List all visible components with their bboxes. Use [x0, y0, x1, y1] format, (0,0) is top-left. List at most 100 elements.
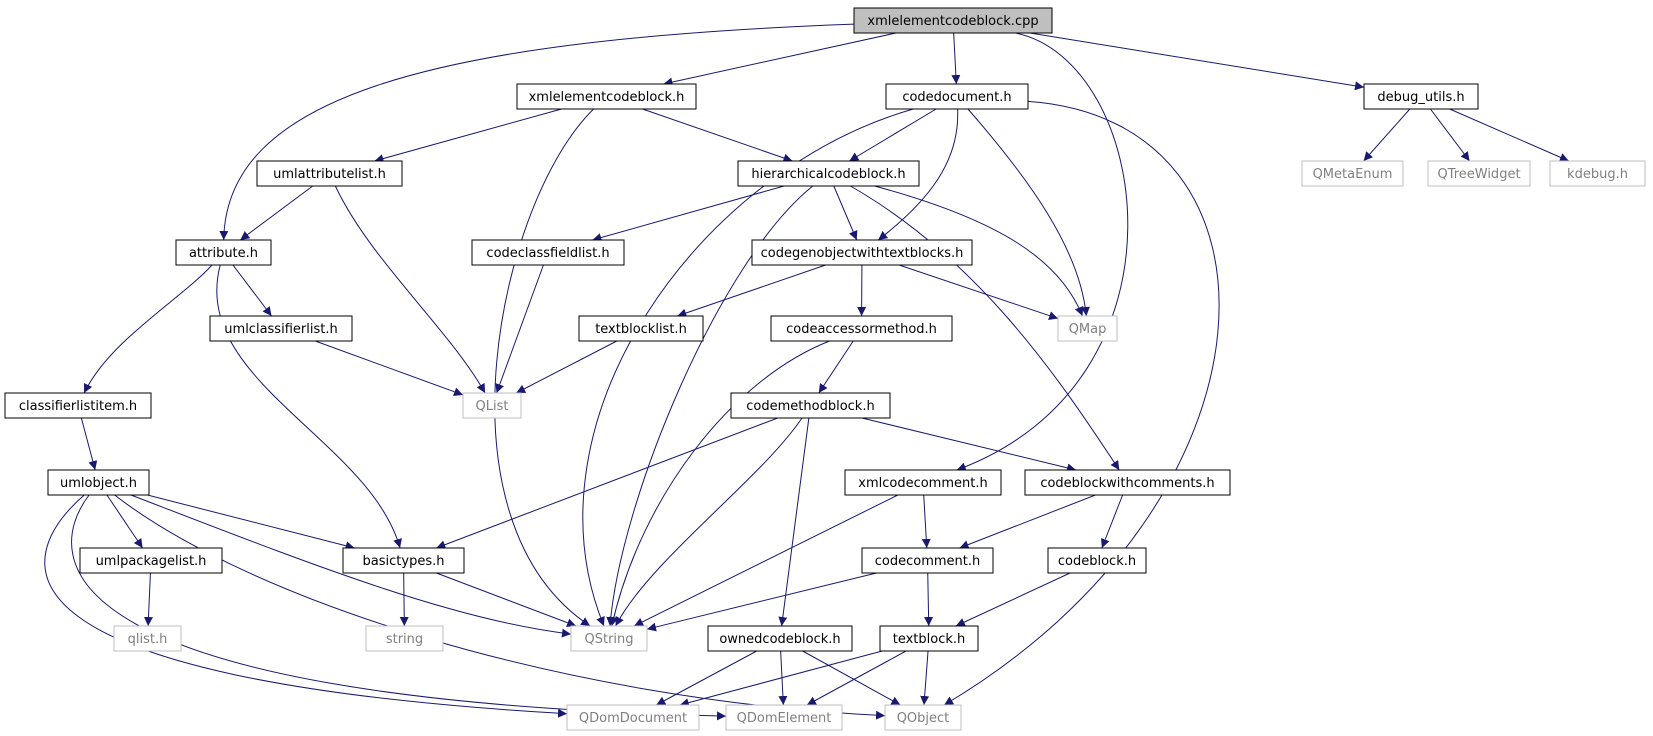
node-box: [1427, 160, 1531, 187]
node-textblock_h[interactable]: textblock.h: [879, 625, 979, 652]
node-xmlelementcodeblock_cpp[interactable]: xmlelementcodeblock.cpp: [853, 7, 1053, 34]
node-box: [1301, 160, 1404, 187]
edge-codedocument_h-to-QMap: [967, 108, 1090, 317]
edge-codemethodblock_h-to-codeblockwithcomments_h: [861, 417, 1077, 473]
edge-textblock_h-to-QDomElement: [806, 650, 907, 706]
edge-hierarchicalcodeblock_h-to-codeblockwithcomments_h: [850, 185, 1120, 471]
node-qlist_h[interactable]: qlist.h: [113, 625, 182, 652]
node-QObject[interactable]: QObject: [884, 704, 962, 731]
node-label: ownedcodeblock.h: [719, 632, 840, 647]
edge-xmlcodecomment_h-to-codecomment_h: [921, 494, 931, 549]
node-label: QString: [584, 632, 633, 647]
node-label: textblocklist.h: [595, 322, 687, 337]
edge-codeclassfieldlist_h-to-QList: [495, 264, 544, 394]
node-label: basictypes.h: [363, 554, 445, 569]
edge-textblock_h-to-QDomDocument: [679, 650, 883, 708]
node-textblocklist_h[interactable]: textblocklist.h: [578, 315, 704, 342]
node-codeblockwithcomments_h[interactable]: codeblockwithcomments.h: [1024, 469, 1231, 496]
node-label: umlclassifierlist.h: [224, 322, 337, 337]
node-box: [879, 625, 979, 652]
node-codeclassfieldlist_h[interactable]: codeclassfieldlist.h: [471, 239, 625, 266]
node-box: [1047, 547, 1147, 574]
node-label: classifierlistitem.h: [19, 399, 137, 414]
node-codeaccessormethod_h[interactable]: codeaccessormethod.h: [770, 315, 953, 342]
edge-xmlcodecomment_h-to-QString: [633, 494, 899, 627]
node-box: [516, 83, 697, 110]
edge-debug_utils_h-to-QMetaEnum: [1363, 108, 1411, 162]
edge-codedocument_h-to-codegenobjectwithtextblocks_h: [877, 108, 959, 241]
node-hierarchicalcodeblock_h[interactable]: hierarchicalcodeblock.h: [737, 160, 920, 187]
node-box: [853, 7, 1053, 34]
node-basictypes_h[interactable]: basictypes.h: [342, 547, 465, 574]
node-label: QList: [476, 399, 509, 414]
node-codemethodblock_h[interactable]: codemethodblock.h: [730, 392, 891, 419]
node-QTreeWidget[interactable]: QTreeWidget: [1427, 160, 1531, 187]
node-umlattributelist_h[interactable]: umlattributelist.h: [256, 160, 403, 187]
node-label: QDomDocument: [579, 711, 687, 726]
node-box: [1549, 160, 1646, 187]
node-box: [175, 239, 272, 266]
node-box: [462, 392, 522, 419]
node-label: hierarchicalcodeblock.h: [751, 167, 905, 182]
node-label: QDomElement: [737, 711, 832, 726]
edge-basictypes_h-to-QString: [436, 572, 577, 628]
node-QDomDocument[interactable]: QDomDocument: [566, 704, 700, 731]
edge-umlobject_h-to-QDomElement: [71, 494, 727, 721]
edge-codeaccessormethod_h-to-QString: [609, 340, 830, 627]
node-box: [342, 547, 465, 574]
node-QList[interactable]: QList: [462, 392, 522, 419]
edge-codemethodblock_h-to-ownedcodeblock_h: [778, 417, 810, 627]
edge-textblock_h-to-QObject: [920, 650, 930, 706]
node-label: xmlcodecomment.h: [858, 476, 987, 491]
edge-ownedcodeblock_h-to-QDomDocument: [656, 650, 757, 706]
node-label: codeblock.h: [1058, 554, 1136, 569]
node-box: [770, 315, 953, 342]
node-box: [707, 625, 853, 652]
node-QDomElement[interactable]: QDomElement: [725, 704, 843, 731]
node-box: [730, 392, 891, 419]
node-xmlcodecomment_h[interactable]: xmlcodecomment.h: [844, 469, 1002, 496]
node-codeblock_h[interactable]: codeblock.h: [1047, 547, 1147, 574]
node-QMetaEnum[interactable]: QMetaEnum: [1301, 160, 1404, 187]
node-umlobject_h[interactable]: umlobject.h: [47, 469, 150, 496]
node-box: [844, 469, 1002, 496]
edge-umlobject_h-to-QObject: [114, 494, 886, 720]
node-box: [113, 625, 182, 652]
node-xmlelementcodeblock_h[interactable]: xmlelementcodeblock.h: [516, 83, 697, 110]
node-string[interactable]: string: [365, 625, 444, 652]
node-classifierlistitem_h[interactable]: classifierlistitem.h: [4, 392, 152, 419]
node-box: [79, 547, 223, 574]
edge-codedocument_h-to-QObject: [943, 100, 1220, 706]
node-codegenobjectwithtextblocks_h[interactable]: codegenobjectwithtextblocks.h: [751, 239, 973, 266]
node-label: umlattributelist.h: [273, 167, 386, 182]
node-debug_utils_h[interactable]: debug_utils.h: [1363, 83, 1479, 110]
node-label: QMap: [1069, 322, 1107, 337]
node-label: string: [386, 632, 423, 647]
edge-xmlelementcodeblock_cpp-to-xmlelementcodeblock_h: [663, 32, 897, 87]
node-box: [566, 704, 700, 731]
node-box: [885, 83, 1029, 110]
node-umlclassifierlist_h[interactable]: umlclassifierlist.h: [209, 315, 353, 342]
node-label: codegenobjectwithtextblocks.h: [761, 246, 964, 261]
node-ownedcodeblock_h[interactable]: ownedcodeblock.h: [707, 625, 853, 652]
node-attribute_h[interactable]: attribute.h: [175, 239, 272, 266]
edge-classifierlistitem_h-to-umlobject_h: [80, 417, 98, 471]
node-QString[interactable]: QString: [570, 625, 648, 652]
node-layer: xmlelementcodeblock.cpp xmlelementcodeblo…: [4, 7, 1646, 731]
edge-hierarchicalcodeblock_h-to-QMap: [874, 185, 1084, 317]
node-box: [4, 392, 152, 419]
edge-codeblockwithcomments_h-to-codecomment_h: [959, 494, 1096, 549]
node-label: codeclassfieldlist.h: [486, 246, 609, 261]
node-QMap[interactable]: QMap: [1057, 315, 1118, 342]
edge-codedocument_h-to-QString: [582, 108, 914, 627]
node-box: [578, 315, 704, 342]
node-codecomment_h[interactable]: codecomment.h: [861, 547, 994, 574]
node-umlpackagelist_h[interactable]: umlpackagelist.h: [79, 547, 223, 574]
node-codedocument_h[interactable]: codedocument.h: [885, 83, 1029, 110]
edge-xmlelementcodeblock_h-to-umlattributelist_h: [374, 108, 562, 163]
node-kdebug_h[interactable]: kdebug.h: [1549, 160, 1646, 187]
edge-attribute_h-to-classifierlistitem_h: [83, 264, 213, 394]
edge-umlobject_h-to-QString: [130, 494, 572, 638]
edge-umlobject_h-to-umlpackagelist_h: [106, 494, 144, 549]
